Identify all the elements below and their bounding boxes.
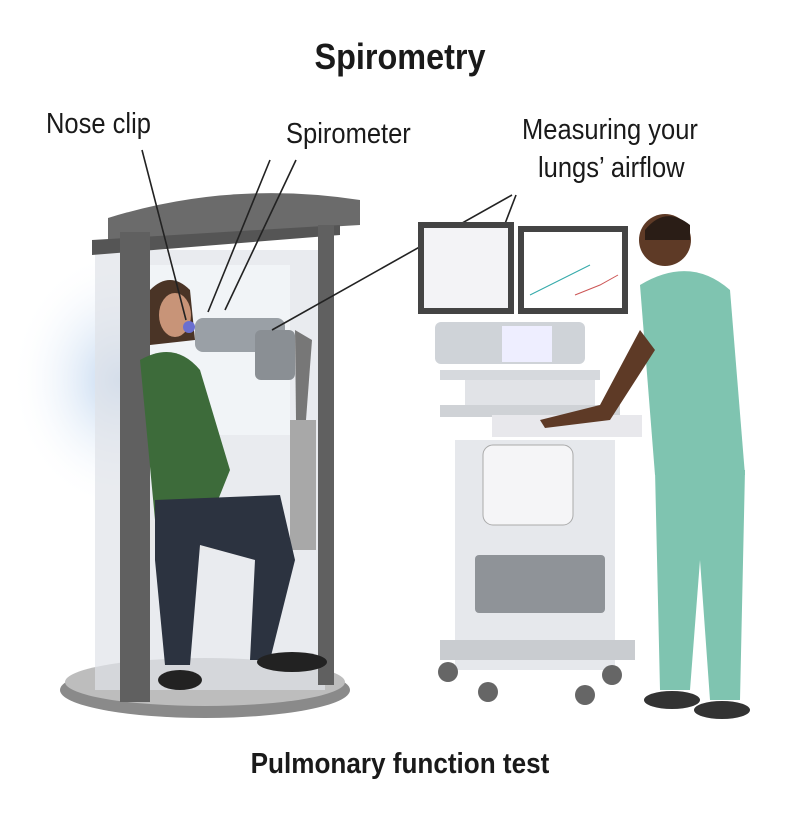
caption: Pulmonary function test <box>250 748 550 780</box>
pft-cart <box>418 222 642 705</box>
patient <box>140 280 327 690</box>
clinician <box>540 214 750 719</box>
label-spirometer: Spirometer <box>286 118 411 150</box>
label-measuring-line1: Measuring your <box>522 114 698 146</box>
nose-clip-marker <box>183 321 195 333</box>
label-nose-clip: Nose clip <box>46 108 151 140</box>
diagram-title: Spirometry <box>314 36 486 77</box>
label-measuring-line2: lungs’ airflow <box>538 152 685 184</box>
spirometer-device <box>195 318 312 420</box>
